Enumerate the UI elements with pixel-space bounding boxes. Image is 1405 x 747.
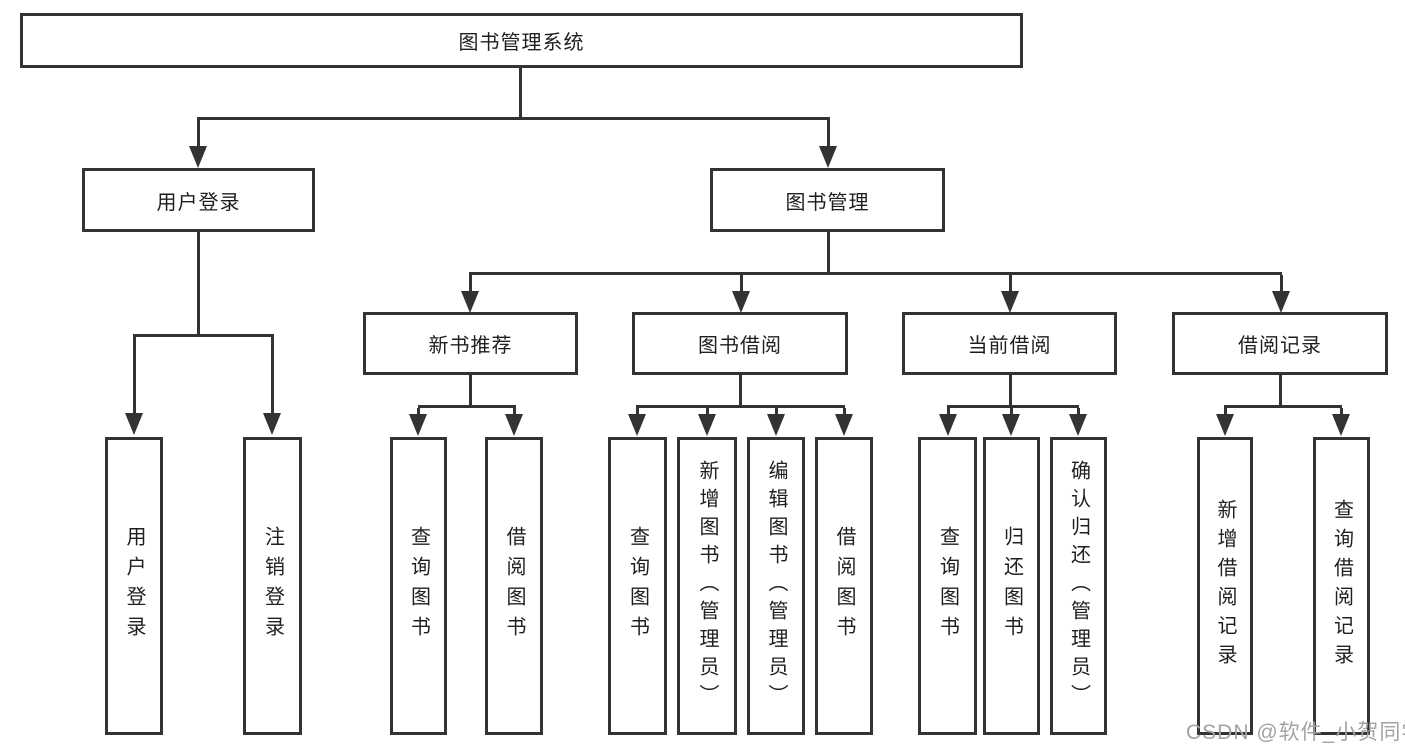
connector-records-bar: [1224, 405, 1342, 408]
connector-arrow-stem: [740, 275, 743, 293]
csdn-watermark: CSDN @软件_小贺同学: [1186, 721, 1405, 744]
arrowhead-br-query: [1332, 414, 1350, 436]
connector-arrow-stem: [197, 120, 200, 148]
connector-arrow-stem: [417, 408, 420, 418]
connector-level3-bar: [469, 272, 1282, 275]
connector-borrow-stem: [739, 375, 742, 407]
leaf-current-return-books: 归还图书: [983, 437, 1040, 735]
node-current-borrowing: 当前借阅: [902, 312, 1117, 375]
leaf-records-add-record: 新增借阅记录: [1197, 437, 1253, 735]
arrowhead-bb-borrow: [835, 414, 853, 436]
connector-arrow-stem: [843, 408, 846, 418]
arrowhead-bb-add: [698, 414, 716, 436]
arrowhead-bb-edit: [767, 414, 785, 436]
connector-current-stem: [1009, 375, 1012, 407]
connector-arrow-stem: [775, 408, 778, 418]
connector-arrow-stem: [827, 120, 830, 148]
leaf-newbook-query-books: 查询图书: [390, 437, 447, 735]
connector-arrow-stem: [636, 408, 639, 418]
connector-current-bar: [947, 405, 1079, 408]
arrowhead-book-borrowing: [732, 291, 750, 313]
leaf-borrow-add-books-admin: 新增图书（管理员）: [677, 437, 737, 735]
arrowhead-cb-return: [1002, 414, 1020, 436]
node-new-book-recommend: 新书推荐: [363, 312, 578, 375]
node-borrowing-records: 借阅记录: [1172, 312, 1388, 375]
arrowhead-nb-query: [409, 414, 427, 436]
arrowhead-nb-borrow: [505, 414, 523, 436]
connector-arrow-stem: [271, 337, 274, 415]
connector-root-stem: [519, 68, 522, 118]
node-book-borrowing: 图书借阅: [632, 312, 848, 375]
connector-arrow-stem: [1077, 408, 1080, 418]
arrowhead-leaf-user-login: [125, 413, 143, 435]
connector-arrow-stem: [947, 408, 950, 418]
leaf-current-confirm-return-admin: 确认归还（管理员）: [1050, 437, 1107, 735]
connector-arrow-stem: [469, 275, 472, 293]
connector-arrow-stem: [513, 408, 516, 418]
leaf-logout: 注销登录: [243, 437, 302, 735]
connector-arrow-stem: [1280, 275, 1283, 293]
leaf-borrow-edit-books-admin: 编辑图书（管理员）: [747, 437, 805, 735]
connector-level2-bar: [197, 117, 830, 120]
node-user-login: 用户登录: [82, 168, 315, 232]
arrowhead-book-management: [819, 146, 837, 168]
connector-newbook-bar: [418, 405, 516, 408]
leaf-newbook-borrow-books: 借阅图书: [485, 437, 543, 735]
node-book-management: 图书管理: [710, 168, 945, 232]
arrowhead-leaf-logout: [263, 413, 281, 435]
leaf-records-query-record: 查询借阅记录: [1313, 437, 1370, 735]
leaf-current-query-books: 查询图书: [918, 437, 977, 735]
connector-arrow-stem: [1224, 408, 1227, 418]
arrowhead-current-borrowing: [1001, 291, 1019, 313]
arrowhead-cb-query: [939, 414, 957, 436]
arrowhead-br-add: [1216, 414, 1234, 436]
arrowhead-bb-query: [628, 414, 646, 436]
connector-borrow-bar: [636, 405, 845, 408]
node-root: 图书管理系统: [20, 13, 1023, 68]
leaf-borrow-query-books: 查询图书: [608, 437, 667, 735]
connector-arrow-stem: [706, 408, 709, 418]
connector-arrow-stem: [1009, 275, 1012, 293]
connector-records-stem: [1279, 375, 1282, 407]
arrowhead-user-login: [189, 146, 207, 168]
connector-arrow-stem: [1340, 408, 1343, 418]
arrowhead-cb-confirm: [1069, 414, 1087, 436]
arrowhead-borrowing-records: [1272, 291, 1290, 313]
connector-userlogin-bar: [133, 334, 274, 337]
connector-bookmgmt-stem: [827, 232, 830, 274]
connector-userlogin-stem: [197, 232, 200, 336]
connector-newbook-stem: [469, 375, 472, 407]
connector-arrow-stem: [133, 337, 136, 415]
leaf-user-login: 用户登录: [105, 437, 163, 735]
arrowhead-new-book-recommend: [461, 291, 479, 313]
connector-arrow-stem: [1010, 408, 1013, 418]
leaf-borrow-borrow-books: 借阅图书: [815, 437, 873, 735]
